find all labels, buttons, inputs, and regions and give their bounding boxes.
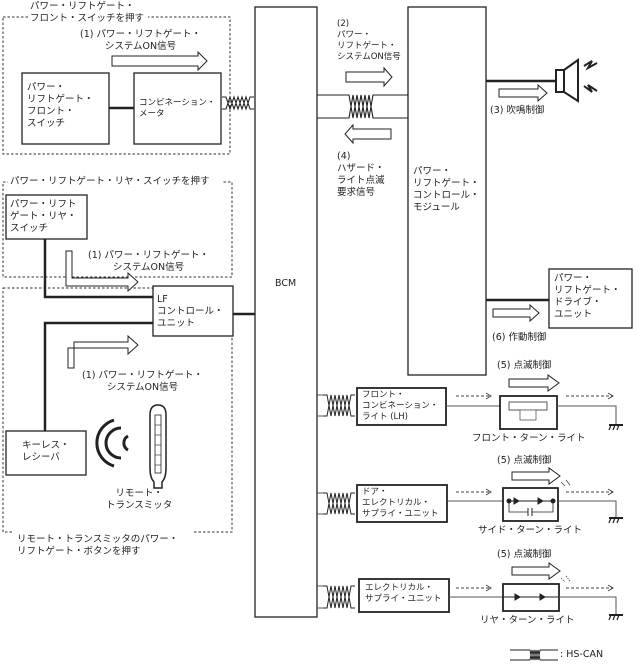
twisted-pair-icon [323,492,355,515]
lf-control-unit-label: LF コントロール・ ユニット [157,294,224,329]
combination-meter-label: コンビネーション・ メータ [139,98,216,119]
twisted-pair-icon [323,585,355,609]
bcm-label: BCM [275,278,297,289]
rear-turn-light-label: リヤ・ターン・ライト [480,615,575,626]
twisted-pair-icon [323,394,355,417]
arrow-s6 [492,303,540,323]
arrow-s1-front [111,50,208,72]
bcm-box [254,6,318,618]
speaker-icon [555,58,598,103]
signal-3-label: (3) 吹鳴制御 [490,105,545,116]
signal-4-label: (4) ハザード・ ライト点滅 要求信号 [337,151,385,198]
ground-icon [608,424,624,431]
door-esu-label: ドア・ エレクトリカル・ サプライ・ユニット [362,487,439,519]
front-switch-label: パワー・ リフトゲート・ フロント・ スイッチ [27,82,94,129]
signal-1-front-label: (1) パワー・リフトゲート・ システムON信号 [80,29,201,52]
door-esu-box [356,484,448,523]
legend-hs-can-label: : HS-CAN [560,649,604,660]
arrow-s1-remote [67,334,139,369]
lf-control-unit-box [152,285,234,337]
signal-2-label: (2) パワー・ リフトゲート・ システムON信号 [337,19,401,62]
arrow-s4 [344,123,392,145]
signal-5-side-label: (5) 点滅制御 [497,455,552,466]
side-turn-light-box [502,487,559,522]
front-combination-light-label: フロント・ コンビネーション・ ライト (LH) [362,390,439,422]
arrow-s2 [345,66,393,88]
signal-1-remote-label: (1) パワー・リフトゲート・ システムON信号 [82,370,203,393]
remote-transmitter-label: リモート・ トランスミッタ [106,488,173,511]
keyless-receiver-label: キーレス・ レシーバ [22,440,70,463]
signal-1-rear-label: (1) パワー・リフトゲート・ システムON信号 [88,250,209,273]
signal-5-front-label: (5) 点滅制御 [497,360,552,371]
signal-6-label: (6) 作動制御 [492,332,547,343]
zone-label-remote: リモート・トランスミッタのパワー・ リフトゲート・ボタンを押す [17,534,179,557]
twisted-pair-icon [345,94,377,119]
radio-waves-icon [95,418,129,468]
arrow-s3 [498,83,548,103]
arrow-s5-front [508,374,560,392]
combination-meter-box [133,72,222,145]
twisted-pair-icon [221,96,255,110]
legend-hs-can-symbol [510,649,558,661]
ground-icon [608,517,624,524]
key-fob-icon [149,404,167,489]
plcm-box [407,6,487,376]
arrow-s1-rear [65,250,139,293]
esu-label: エレクトリカル・ サプライ・ユニット [365,583,442,604]
signal-5-rear-label: (5) 点滅制御 [497,549,552,560]
drive-unit-box [548,268,633,329]
rear-switch-box [5,194,88,240]
drive-unit-label: パワー・ リフトゲート・ ドライブ・ ユニット [554,273,621,320]
arrow-s5-side [511,467,561,485]
ground-icon [608,614,624,621]
plcm-label: パワー・ リフトゲート・ コントロール・ モジュール [413,166,480,213]
arrow-s5-rear [511,562,561,580]
front-turn-light-label: フロント・ターン・ライト [472,433,586,444]
zone-label-front-switch: パワー・リフトゲート・ フロント・スイッチを押す [30,1,145,24]
esu-box [358,578,450,613]
side-turn-light-label: サイド・ターン・ライト [478,525,583,536]
rear-switch-label: パワー・リフト ゲート・リヤ・ スイッチ [10,199,77,234]
zone-label-rear-switch: パワー・リフトゲート・リヤ・スイッチを押す [10,176,210,187]
